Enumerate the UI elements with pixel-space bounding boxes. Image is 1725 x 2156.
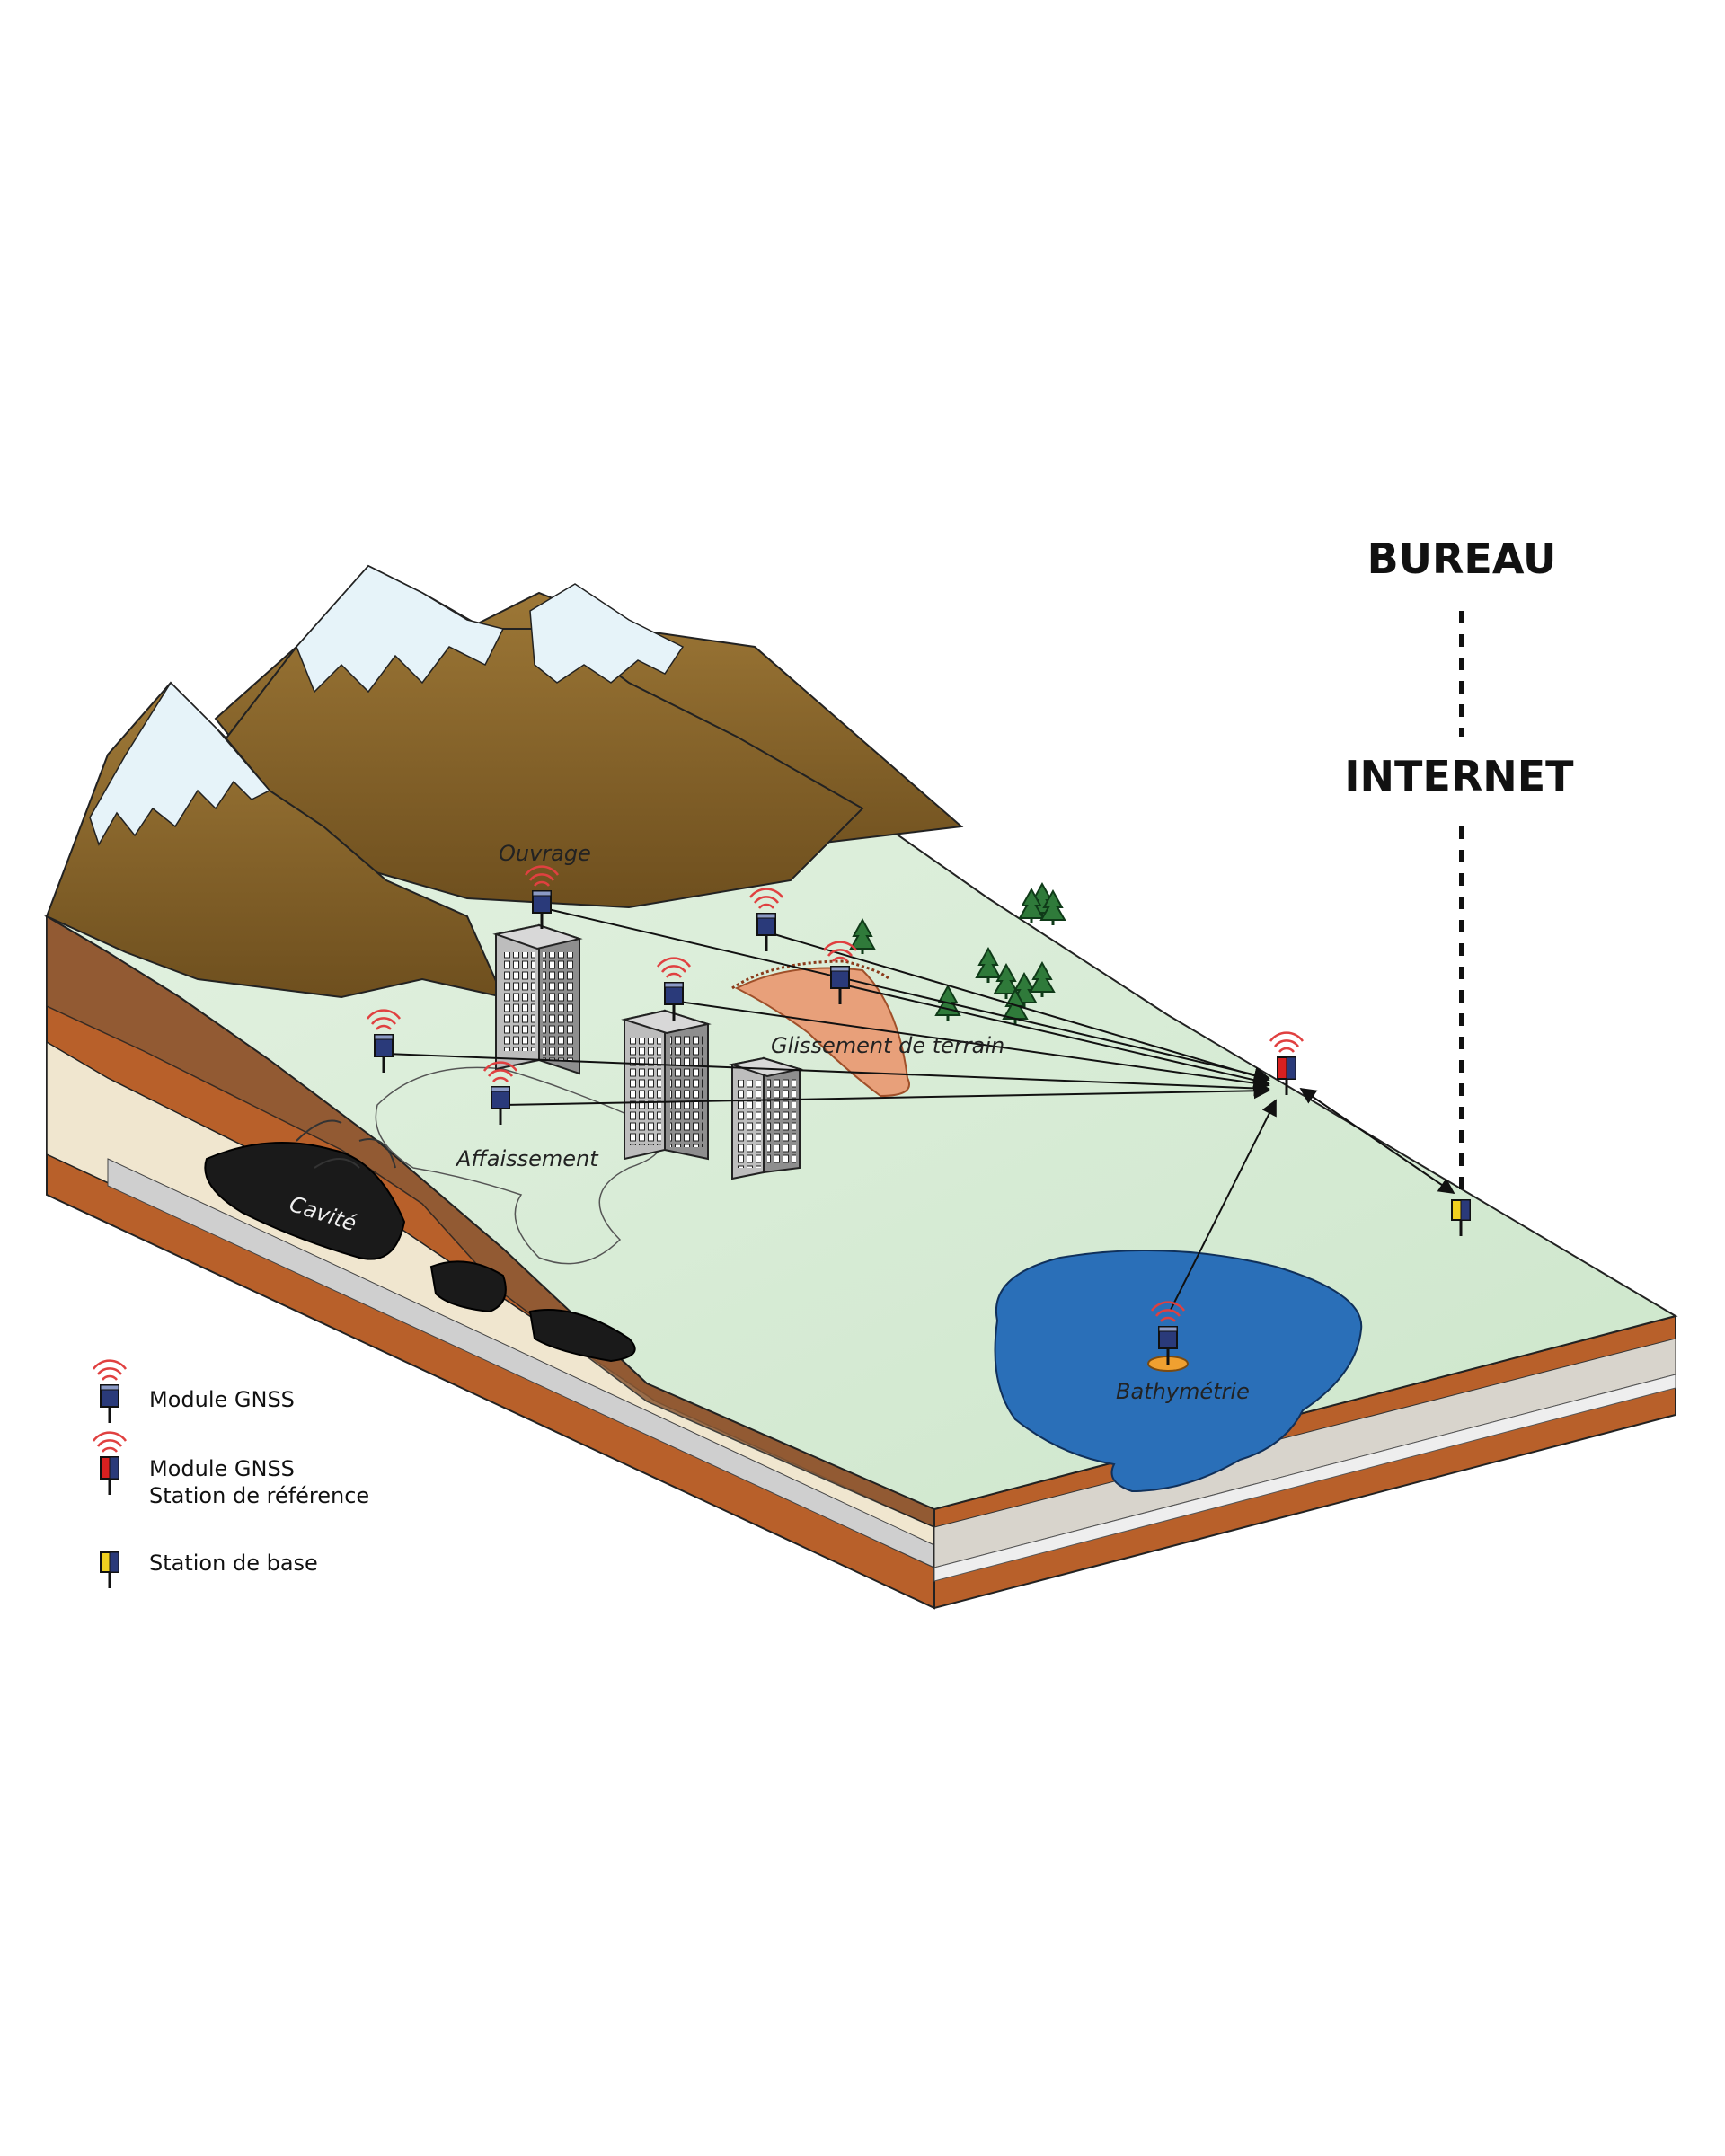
label-ouvrage: Ouvrage: [499, 841, 591, 866]
legend: Module GNSS Module GNSS Station de référ…: [92, 1359, 369, 1590]
link-base-station: [1299, 1087, 1455, 1195]
building-center: [621, 1009, 712, 1161]
label-glissement: Glissement de terrain: [771, 1033, 1004, 1058]
building-right: [729, 1056, 803, 1180]
cavity-main: [204, 1142, 406, 1260]
cavity-cracks: [296, 1119, 396, 1169]
cavity-small-2: [528, 1309, 636, 1363]
label-internet: INTERNET: [1344, 752, 1574, 800]
label-bureau: BUREAU: [1367, 535, 1557, 583]
legend-module-gnss-ref-line2: Station de référence: [149, 1483, 369, 1508]
label-affaissement: Affaissement: [455, 1146, 599, 1171]
buildings: [492, 923, 803, 1180]
link-building-center: [678, 1001, 1270, 1091]
right-face-grey-layer: [933, 1374, 1676, 1582]
snow-cap-left: [89, 681, 271, 846]
snow-cap-center: [296, 565, 505, 694]
cavity-small-1: [429, 1260, 507, 1313]
landslide-scarp: [731, 959, 891, 990]
legend-module-gnss: Module GNSS: [149, 1387, 295, 1412]
link-affaissement: [502, 1082, 1270, 1106]
link-glissement: [842, 984, 1270, 1089]
link-module-2: [767, 932, 1270, 1084]
building-ouvrage: [492, 923, 583, 1075]
cavities: [204, 1119, 636, 1363]
link-affaissement-left: [385, 1053, 1270, 1097]
snow-cap-right: [529, 583, 685, 684]
legend-gnss-module-icon: [92, 1359, 128, 1425]
mountains: [45, 564, 964, 999]
gnss-links: [385, 908, 1455, 1311]
affaissement-outline: [375, 1066, 662, 1265]
legend-base-station-icon: [99, 1551, 120, 1590]
link-bathymetrie: [1170, 1099, 1277, 1311]
label-bathymetrie: Bathymétrie: [1116, 1379, 1250, 1404]
legend-module-gnss-ref-line1: Module GNSS: [149, 1456, 295, 1481]
lake: [994, 1250, 1363, 1493]
landslide-zone: [734, 967, 910, 1098]
legend-reference-station-icon: [92, 1431, 128, 1497]
legend-station-base: Station de base: [149, 1551, 318, 1576]
link-ouvrage: [547, 908, 1270, 1083]
